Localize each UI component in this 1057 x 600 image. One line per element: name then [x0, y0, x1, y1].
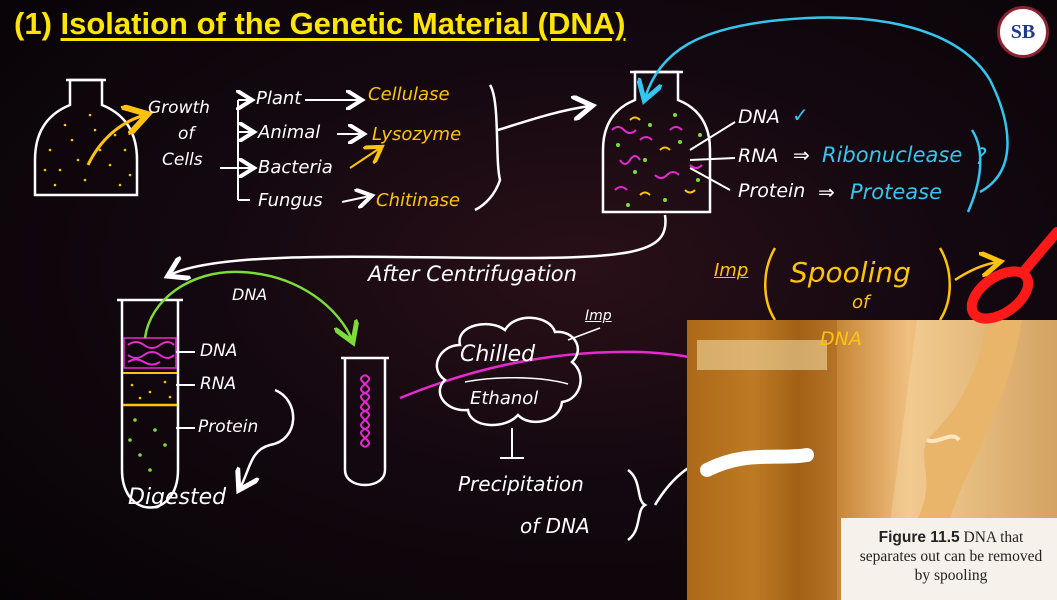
source-bacteria: Bacteria	[258, 157, 333, 178]
title-text: Isolation of the Genetic Material (DNA)	[60, 6, 626, 41]
growth-line3: Cells	[162, 150, 203, 170]
cyan-return-arrow	[645, 16, 1009, 194]
dna-tube	[341, 356, 389, 487]
figure-caption: Figure 11.5 DNA that separates out can b…	[841, 518, 1057, 600]
growth-line1: Growth	[148, 98, 210, 118]
centrifugation-arrow	[170, 214, 667, 275]
component-protein: Protein	[738, 180, 806, 202]
layer-rna: RNA	[200, 374, 237, 394]
precipitation-brace	[627, 468, 648, 542]
spooling-line2: of	[852, 292, 870, 313]
imp-small: Imp	[585, 308, 612, 324]
layer-pointers	[176, 351, 195, 429]
enzyme-chitinase: Chitinase	[376, 190, 460, 211]
source-animal: Animal	[258, 122, 321, 143]
figure-label: Figure 11.5	[878, 529, 960, 546]
growth-arrow	[86, 115, 145, 166]
layer-dna: DNA	[200, 341, 238, 361]
title-number: (1)	[14, 6, 52, 41]
digested-arrow	[240, 388, 295, 488]
digested-label: Digested	[128, 485, 227, 510]
spooling-photo: Figure 11.5 DNA that separates out can b…	[687, 320, 1057, 600]
source-branches	[220, 100, 370, 202]
precipitation-line2: of DNA	[520, 514, 590, 538]
dna-transfer-arrow	[143, 270, 352, 340]
culture-flask	[33, 78, 139, 197]
cloud-divider	[464, 376, 569, 385]
protein-implies: ⇒	[818, 180, 835, 204]
enzyme-protease: Protease	[850, 180, 943, 204]
component-lines	[689, 121, 736, 191]
chilled-label: Chilled	[460, 342, 536, 367]
enzyme-brace	[474, 84, 590, 212]
component-dna: DNA	[738, 106, 780, 128]
dna-transfer-label: DNA	[232, 285, 268, 304]
centrifuge-tube	[117, 298, 183, 509]
component-rna: RNA	[738, 145, 779, 167]
imp-big: Imp	[714, 260, 749, 281]
chilled-ethanol-cloud	[435, 316, 582, 427]
growth-line2: of	[178, 124, 195, 144]
spooling-arrow	[954, 262, 998, 282]
rna-implies: ⇒	[793, 143, 810, 167]
cyan-brace	[966, 129, 982, 213]
spooling-paren-left	[764, 247, 777, 321]
dna-check-icon: ✓	[792, 103, 809, 127]
spooling-paren-right	[938, 247, 951, 321]
after-centrifugation-label: After Centrifugation	[368, 262, 577, 286]
page-title: (1) Isolation of the Genetic Material (D…	[14, 6, 625, 42]
source-plant: Plant	[256, 88, 302, 109]
imp-pointer	[567, 327, 601, 341]
enzyme-arrows	[349, 148, 380, 169]
precipitation-line1: Precipitation	[458, 472, 584, 496]
logo: SB	[997, 6, 1049, 58]
spooling-rod-loop	[966, 266, 1034, 324]
ethanol-label: Ethanol	[470, 388, 539, 409]
source-fungus: Fungus	[258, 190, 323, 211]
enzyme-ribonuclease: Ribonuclease	[822, 143, 963, 167]
figure-text: DNA that separates out can be removed by…	[859, 529, 1043, 584]
logo-text: SB	[1010, 20, 1036, 43]
spooling-line3: DNA	[820, 328, 862, 350]
enzyme-cellulase: Cellulase	[368, 84, 450, 105]
layer-protein: Protein	[198, 417, 259, 437]
spooling-line1: Spooling	[790, 256, 911, 289]
question-mark: ?	[975, 145, 987, 170]
spooling-rod-handle	[1020, 227, 1057, 275]
enzyme-lysozyme: Lysozyme	[372, 124, 462, 145]
